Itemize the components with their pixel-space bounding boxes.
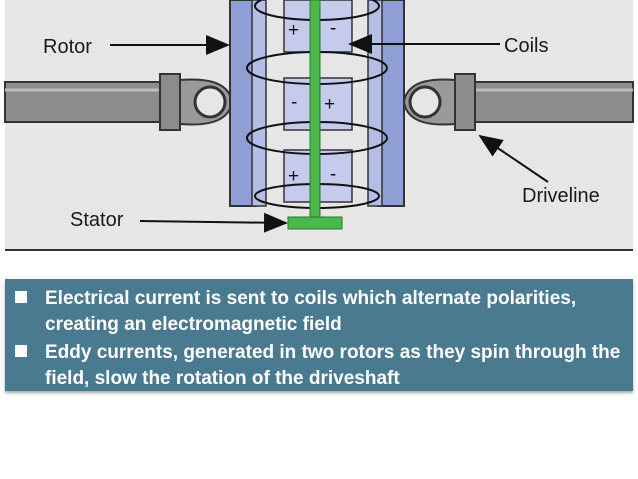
- caption-bullet-text: Eddy currents, generated in two rotors a…: [45, 342, 621, 389]
- left-shaft: [4, 73, 234, 131]
- right-shaft: [402, 73, 634, 131]
- stator-arrow: [139, 212, 288, 233]
- stator: [287, 0, 343, 230]
- caption-bullet-1: Electrical current is sent to coils whic…: [15, 286, 623, 338]
- sign-top-left: +: [288, 20, 299, 41]
- caption-bullet-2: Eddy currents, generated in two rotors a…: [15, 340, 623, 392]
- bullet-square-icon: [15, 291, 27, 303]
- driveline-arrow: [478, 134, 549, 183]
- sign-bottom-left: +: [288, 166, 299, 187]
- sign-top-right: -: [330, 18, 336, 39]
- bullet-square-icon: [15, 345, 27, 357]
- left-rotor: [229, 0, 267, 207]
- sign-mid-right: +: [324, 94, 335, 115]
- caption-box: Electrical current is sent to coils whic…: [5, 279, 633, 391]
- retarder-diagram: + - - + + - Rotor Coils Driveline Stator: [4, 0, 634, 251]
- coils-label: Coils: [504, 35, 548, 57]
- right-rotor: [367, 0, 405, 207]
- coil-blocks: [283, 0, 353, 203]
- driveline-label: Driveline: [522, 185, 600, 207]
- stator-label: Stator: [70, 209, 124, 231]
- caption-bullet-text: Electrical current is sent to coils whic…: [45, 288, 577, 335]
- rotor-label: Rotor: [43, 36, 92, 58]
- sign-bottom-right: -: [330, 164, 336, 185]
- sign-mid-left: -: [291, 92, 297, 113]
